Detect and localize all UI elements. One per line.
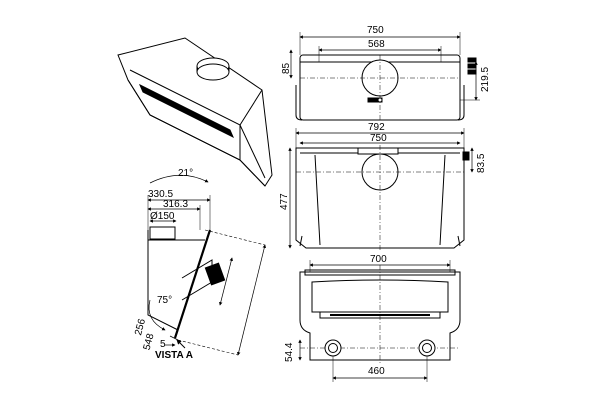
bottom-view (298, 260, 461, 382)
dim-tilt-angle: 75° (157, 295, 172, 306)
isometric-view (117, 37, 273, 187)
dim-top-width: 750 (367, 25, 384, 36)
top-view (289, 32, 480, 121)
dim-front-right-offset: 83.5 (476, 153, 487, 173)
dim-top-height-left: 85 (281, 62, 292, 74)
dim-front-width-inner: 750 (370, 133, 387, 144)
dim-side-depth-inner: 316.3 (163, 199, 188, 210)
dim-front-height: 477 (279, 193, 290, 210)
dim-side-angle-top: 21° (178, 168, 193, 179)
dim-front-width-outer: 792 (368, 122, 385, 133)
dim-bottom-width: 700 (370, 254, 387, 265)
dim-bottom-height: 54.4 (284, 342, 295, 362)
dim-duct-diameter: Ø150 (150, 211, 175, 222)
dim-panel-inner: 256 (133, 317, 148, 336)
dim-bottom-spacing: 460 (368, 366, 385, 377)
dim-small-offset: 5 (160, 339, 166, 350)
front-view (288, 128, 474, 250)
dim-side-depth-outer: 330.5 (148, 189, 173, 200)
view-label: VISTA A (155, 350, 193, 361)
dim-panel-length: 548 (142, 332, 157, 351)
side-view (147, 174, 267, 356)
dim-top-height-right: 219.5 (480, 67, 491, 92)
dim-top-inner: 568 (368, 39, 385, 50)
